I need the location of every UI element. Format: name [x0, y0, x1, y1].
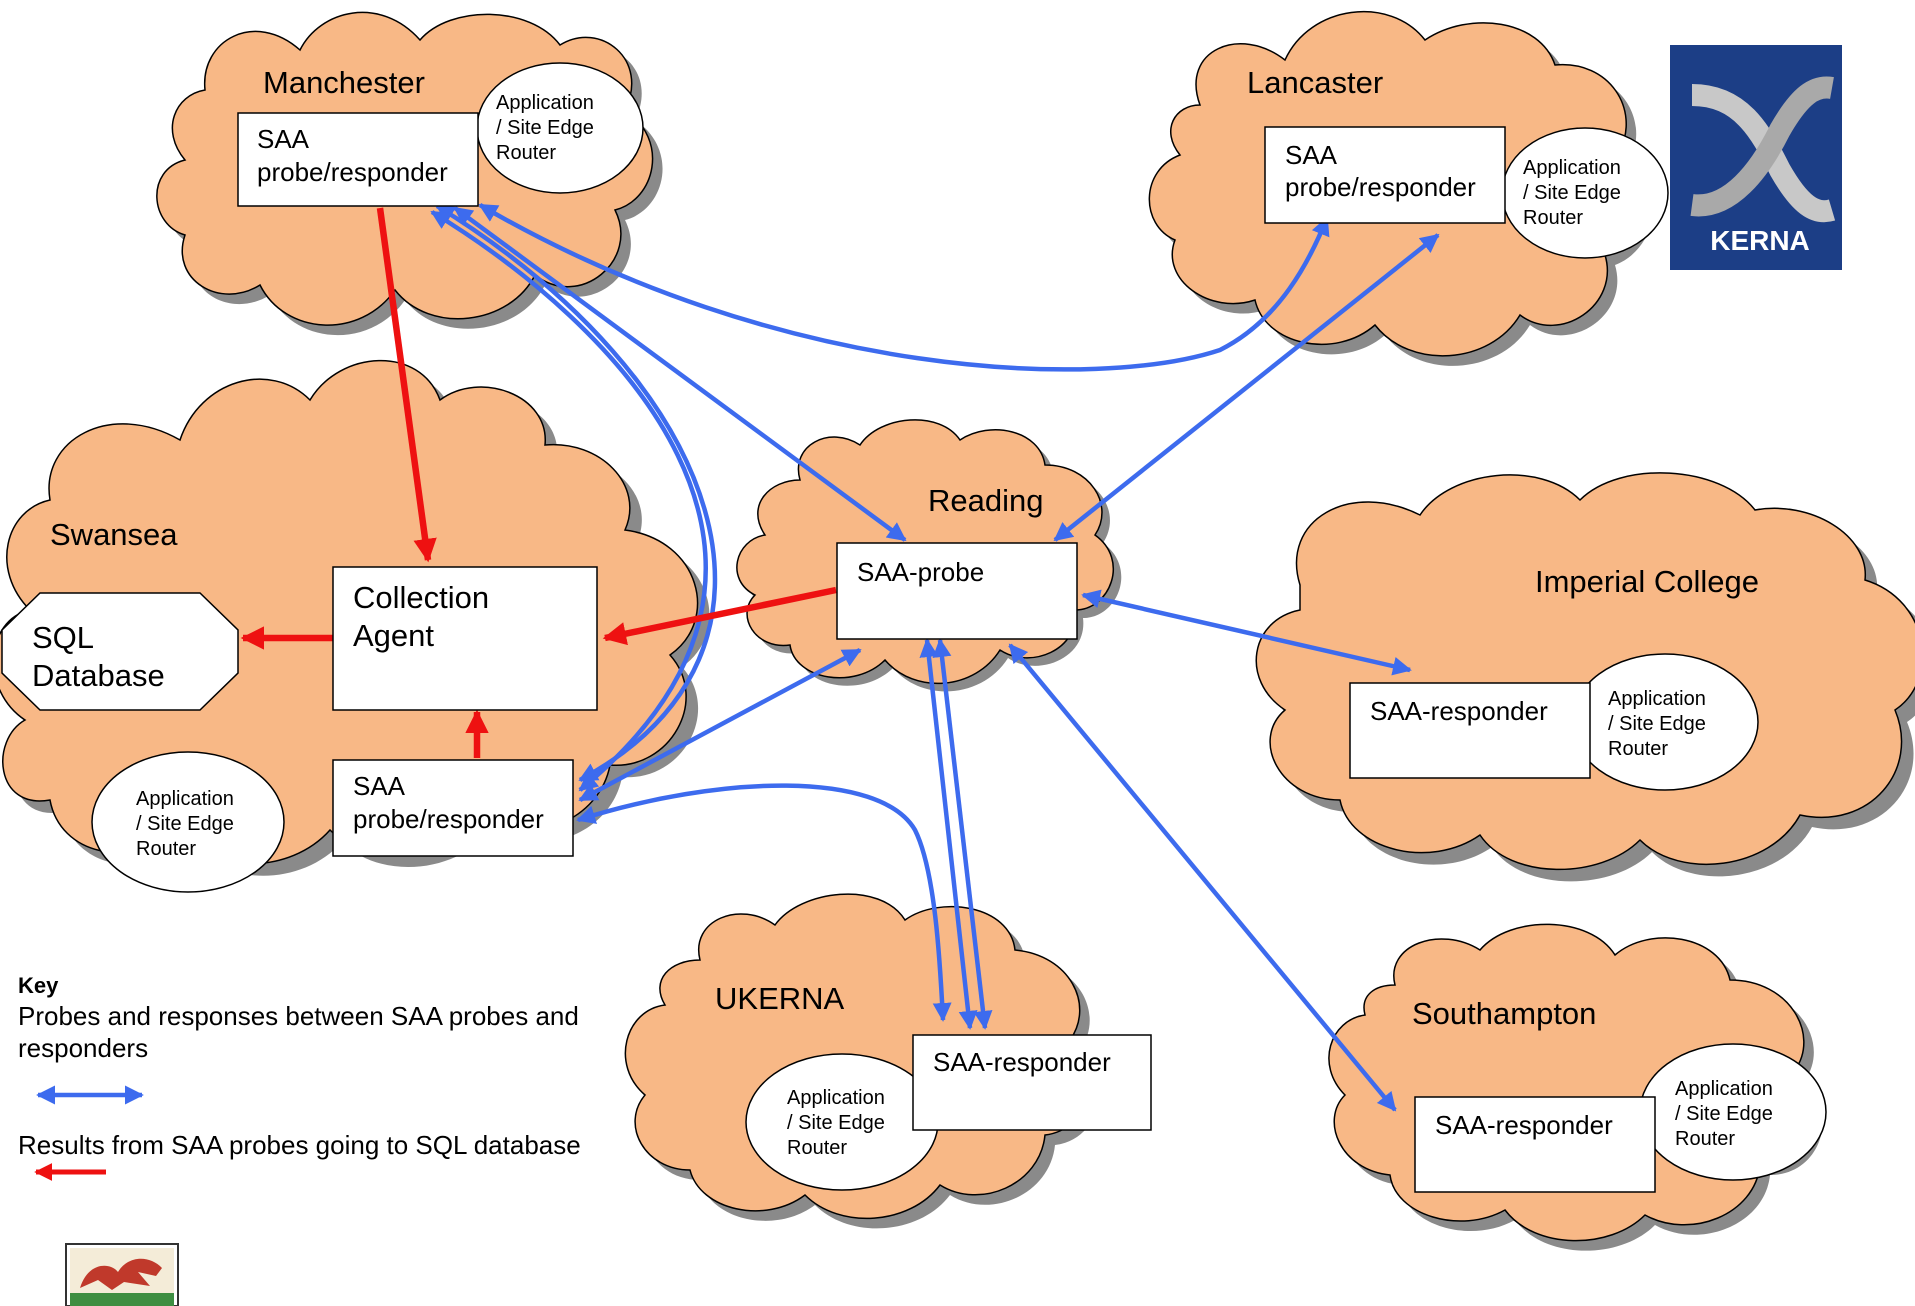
arrow-reading-southampton	[1008, 643, 1397, 1112]
manchester-box-line2: probe/responder	[257, 157, 448, 187]
sql-database-shape	[1, 592, 239, 711]
legend-blue-text-line2: responders	[18, 1033, 148, 1063]
legend: Key Probes and responses between SAA pro…	[18, 973, 581, 1181]
arrow-reading-to-collection	[602, 586, 837, 646]
router-label-line2: / Site Edge	[787, 1112, 885, 1134]
result-arrows	[240, 207, 837, 758]
logo-swoosh-icon-2	[1690, 76, 1834, 217]
site-label-lancaster: Lancaster	[1247, 65, 1383, 100]
arrow-reading-ukerna-2	[932, 638, 993, 1030]
arrow-reading-swansea	[578, 648, 862, 802]
cloud-imperial	[1255, 472, 1915, 882]
collection-agent-line1: Collection	[353, 580, 489, 615]
swansea-probe-box	[332, 759, 574, 857]
dragon-icon	[80, 1258, 162, 1290]
site-manchester: Manchester Application / Site Edge Route…	[237, 62, 644, 207]
site-reading: Reading SAA-probe	[836, 483, 1078, 640]
router-label-line1: Application	[496, 92, 594, 114]
ukerna-logo-text: KERNA	[1710, 225, 1810, 256]
site-lancaster: Lancaster Application / Site Edge Router…	[1247, 65, 1669, 259]
router-label-line1: Application	[1675, 1078, 1773, 1100]
router-label-line2: / Site Edge	[1608, 713, 1706, 735]
router-label-line1: Application	[1608, 688, 1706, 710]
router-label-line2: / Site Edge	[496, 117, 594, 139]
imperial-responder-box	[1349, 682, 1591, 779]
router-label-line3: Router	[496, 142, 556, 164]
router-label-line1: Application	[136, 788, 234, 810]
ukerna-box-line1: SAA-responder	[933, 1047, 1111, 1077]
sql-database-line1: SQL	[32, 620, 94, 655]
site-ukerna: UKERNA Application / Site Edge Router SA…	[715, 981, 1152, 1191]
sql-database-line2: Database	[32, 658, 165, 693]
reading-box-line1: SAA-probe	[857, 557, 984, 587]
collection-agent-line2: Agent	[353, 618, 434, 653]
ukerna-logo: KERNA	[1670, 45, 1842, 270]
manchester-box-line1: SAA	[257, 124, 310, 154]
site-label-southampton: Southampton	[1412, 996, 1596, 1031]
router-label-line2: / Site Edge	[136, 813, 234, 835]
reading-probe-box	[836, 542, 1078, 640]
site-southampton: Southampton Application / Site Edge Rout…	[1412, 996, 1827, 1193]
site-imperial-college: Imperial College Application / Site Edge…	[1349, 564, 1759, 791]
router-swansea	[91, 751, 285, 893]
ukerna-responder-box	[912, 1034, 1152, 1131]
router-label-line3: Router	[1523, 207, 1583, 229]
router-label-line3: Router	[1675, 1128, 1735, 1150]
legend-red-text: Results from SAA probes going to SQL dat…	[18, 1130, 581, 1160]
crest-green-band	[70, 1293, 174, 1306]
router-label-line2: / Site Edge	[1523, 182, 1621, 204]
router-label-line1: Application	[1523, 157, 1621, 179]
southampton-box-line1: SAA-responder	[1435, 1110, 1613, 1140]
lancaster-box-line1: SAA	[1285, 140, 1338, 170]
site-label-reading: Reading	[928, 483, 1043, 518]
imperial-box-line1: SAA-responder	[1370, 696, 1548, 726]
router-label-line2: / Site Edge	[1675, 1103, 1773, 1125]
site-label-ukerna: UKERNA	[715, 981, 845, 1016]
arrow-lancaster-reading	[1053, 233, 1440, 542]
site-label-manchester: Manchester	[263, 65, 425, 100]
probe-arrows	[430, 203, 1440, 1112]
swansea-box-line2: probe/responder	[353, 804, 544, 834]
logo-swoosh-icon	[1691, 84, 1836, 223]
southampton-responder-box	[1414, 1096, 1656, 1193]
legend-blue-text-line1: Probes and responses between SAA probes …	[18, 1001, 579, 1031]
router-label-line1: Application	[787, 1087, 885, 1109]
router-label-line3: Router	[1608, 738, 1668, 760]
site-label-imperial-college: Imperial College	[1535, 564, 1759, 599]
arrow-manchester-to-collection	[376, 207, 437, 563]
router-label-line3: Router	[136, 838, 196, 860]
swansea-box-line1: SAA	[353, 771, 406, 801]
site-swansea: Swansea SQL Database Collection Agent Ap…	[1, 517, 598, 893]
manchester-probe-box	[237, 112, 479, 207]
site-label-swansea: Swansea	[50, 517, 178, 552]
router-label-line3: Router	[787, 1137, 847, 1159]
lancaster-probe-box	[1264, 126, 1506, 224]
legend-title: Key	[18, 973, 59, 998]
lancaster-box-line2: probe/responder	[1285, 172, 1476, 202]
swansea-crest-logo	[65, 1243, 179, 1306]
collection-agent-box	[332, 566, 598, 711]
